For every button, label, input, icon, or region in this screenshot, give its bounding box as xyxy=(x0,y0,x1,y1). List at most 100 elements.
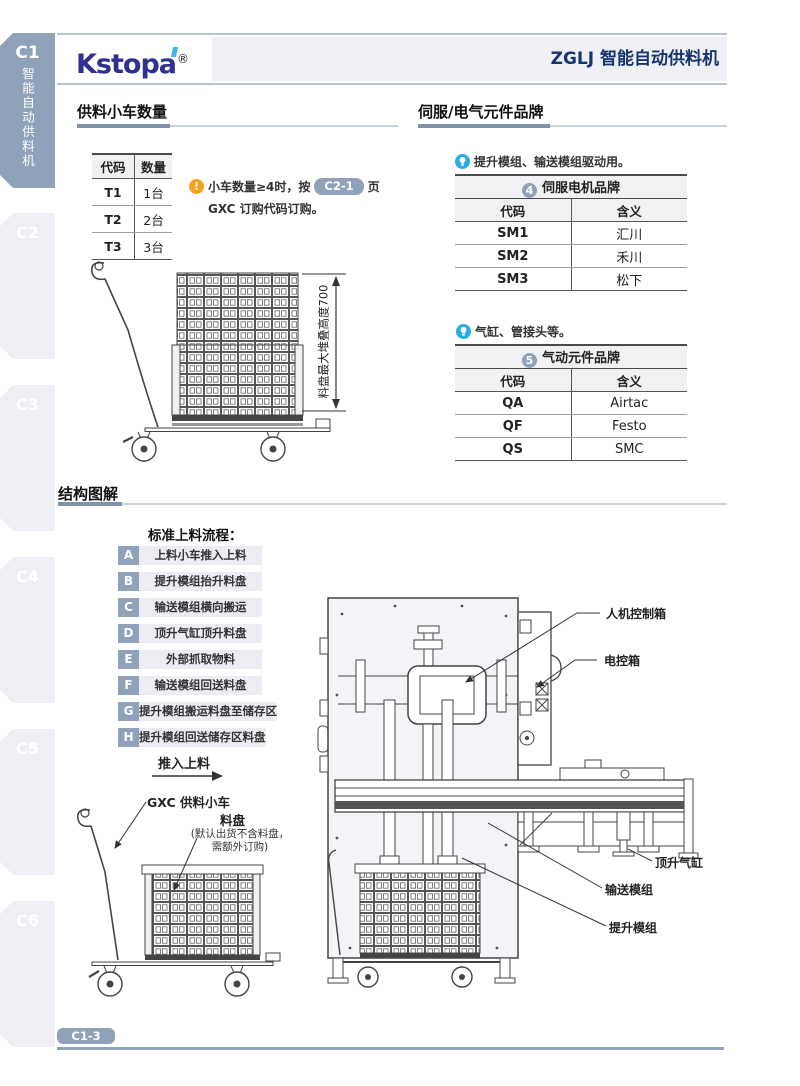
step-letter: A xyxy=(118,546,139,565)
table-cell: 松下 xyxy=(571,267,687,291)
step-text: 上料小车推入上料 xyxy=(139,546,262,565)
flow-step-g: G 提升模组搬运料盘至储存区 xyxy=(118,702,277,721)
section2-underline xyxy=(418,124,550,128)
step-text: 顶升气缸顶升料盘 xyxy=(139,624,262,643)
col-header-code: 代码 xyxy=(455,368,572,392)
section3-title: 结构图解 xyxy=(58,485,119,503)
note-text-post: 页 xyxy=(367,180,380,194)
sidebar-tab-c2[interactable]: C2 xyxy=(0,213,55,359)
tab-code: C3 xyxy=(16,395,39,414)
step-letter: F xyxy=(118,676,139,695)
tab-code: C5 xyxy=(16,739,39,758)
lift-module-label: 提升模组 xyxy=(609,921,658,935)
flow-step-c: C 输送模组横向搬运 xyxy=(118,598,262,617)
jack-cylinder-label: 顶升气缸 xyxy=(655,856,704,870)
step-text: 输送模组回送料盘 xyxy=(139,676,262,695)
header-top-rule xyxy=(57,33,727,35)
step-letter: G xyxy=(118,702,139,721)
header-bottom-rule xyxy=(57,83,727,85)
pneumatic-note-text: 气缸、管接头等。 xyxy=(475,325,572,339)
section2-underline-light xyxy=(550,125,727,127)
table-cell: 汇川 xyxy=(571,221,687,245)
tab-code: C1 xyxy=(15,43,40,63)
pneumatic-table-title: 气动元件品牌 xyxy=(541,350,620,366)
logo-text: Kstopa xyxy=(76,49,177,80)
brand-logo: Kstopa® xyxy=(76,42,189,80)
table-cell: SM1 xyxy=(455,221,572,245)
col-header-meaning: 含义 xyxy=(571,198,687,222)
table-cell: 3台 xyxy=(134,232,172,260)
table-cell: Airtac xyxy=(571,391,687,415)
flow-step-h: H 提升模组回送储存区料盘 xyxy=(118,728,266,747)
flow-step-d: D 顶升气缸顶升料盘 xyxy=(118,624,262,643)
section1-underline-light xyxy=(170,125,398,127)
push-arrow xyxy=(152,771,223,781)
section3-underline xyxy=(58,502,122,506)
bulb-icon xyxy=(456,324,471,339)
tab-code: C4 xyxy=(16,567,39,586)
table-cell: 2台 xyxy=(134,205,172,233)
note-text-pre: 小车数量≥4时，按 xyxy=(208,180,311,194)
electric-box-label: 电控箱 xyxy=(604,654,641,668)
table-cell: QS xyxy=(455,437,572,461)
flow-step-b: B 提升模组抬升料盘 xyxy=(118,572,262,591)
col-header-code: 代码 xyxy=(455,198,572,222)
circled-number-5: 5 xyxy=(521,352,537,368)
hmi-box-label: 人机控制箱 xyxy=(606,607,667,621)
table-cell: 1台 xyxy=(134,178,172,206)
step-text: 外部抓取物料 xyxy=(139,650,262,669)
footer-rule xyxy=(57,1047,724,1050)
cart-quantity-table: 代码 数量 T1 1台 T2 2台 T3 3台 xyxy=(92,153,172,260)
order-note: ! 小车数量≥4时，按 C2-1 页 GXC 订购代码订购。 xyxy=(189,178,419,217)
tray-note: (默认出货不含料盘， 需额外订购) xyxy=(184,828,296,853)
step-text: 输送模组横向搬运 xyxy=(139,598,262,617)
tab-code: C6 xyxy=(16,911,39,930)
tray-note-line2: 需额外订购) xyxy=(211,840,269,853)
tray-label: 料盘 xyxy=(220,813,246,828)
tab-title-vertical: 智能自动供料机 xyxy=(20,67,35,169)
sidebar-tab-c5[interactable]: C5 xyxy=(0,729,55,875)
sidebar-tab-c3[interactable]: C3 xyxy=(0,385,55,531)
sidebar-tab-c1[interactable]: C1 智能自动供料机 xyxy=(0,33,55,188)
step-text: 提升模组抬升料盘 xyxy=(139,572,262,591)
page-ref-badge[interactable]: C2-1 xyxy=(314,178,364,195)
flow-step-f: F 输送模组回送料盘 xyxy=(118,676,262,695)
registered-mark: ® xyxy=(177,52,189,66)
warning-icon: ! xyxy=(189,179,204,194)
step-letter: D xyxy=(118,624,139,643)
table-cell: QA xyxy=(455,391,572,415)
table-cell: SM2 xyxy=(455,244,572,268)
step-letter: H xyxy=(118,728,139,747)
col-header-meaning: 含义 xyxy=(571,368,687,392)
step-letter: C xyxy=(118,598,139,617)
tray-note-line1: (默认出货不含料盘， xyxy=(190,828,290,840)
flow-title: 标准上料流程： xyxy=(148,528,243,544)
section3-underline-light xyxy=(122,503,727,505)
sidebar-tab-c4[interactable]: C4 xyxy=(0,557,55,703)
step-letter: B xyxy=(118,572,139,591)
servo-note: 提升模组、输送模组驱动用。 xyxy=(455,153,630,170)
table-cell: QF xyxy=(455,414,572,438)
section1-title: 供料小车数量 xyxy=(77,103,168,121)
flow-step-e: E 外部抓取物料 xyxy=(118,650,262,669)
sidebar-tab-c6[interactable]: C6 xyxy=(0,901,55,1047)
table-cell: T1 xyxy=(92,178,135,206)
servo-note-text: 提升模组、输送模组驱动用。 xyxy=(474,155,631,169)
servo-table-title: 伺服电机品牌 xyxy=(541,180,620,196)
section2-title: 伺服/电气元件品牌 xyxy=(418,103,544,121)
table-cell: SM3 xyxy=(455,267,572,291)
conveyor-module-label: 输送模组 xyxy=(605,883,654,897)
push-in-label: 推入上料 xyxy=(158,757,211,772)
flow-step-a: A 上料小车推入上料 xyxy=(118,546,262,565)
pneumatic-note: 气缸、管接头等。 xyxy=(456,323,571,340)
page-title: ZGLJ 智能自动供料机 xyxy=(550,49,719,69)
col-header-qty: 数量 xyxy=(134,153,172,179)
circled-number-4: 4 xyxy=(521,182,537,198)
note-text-line2: GXC 订购代码订购。 xyxy=(208,202,324,216)
page-number-badge: C1-3 xyxy=(57,1028,115,1044)
tab-code: C2 xyxy=(16,223,39,242)
col-header-code: 代码 xyxy=(92,153,135,179)
